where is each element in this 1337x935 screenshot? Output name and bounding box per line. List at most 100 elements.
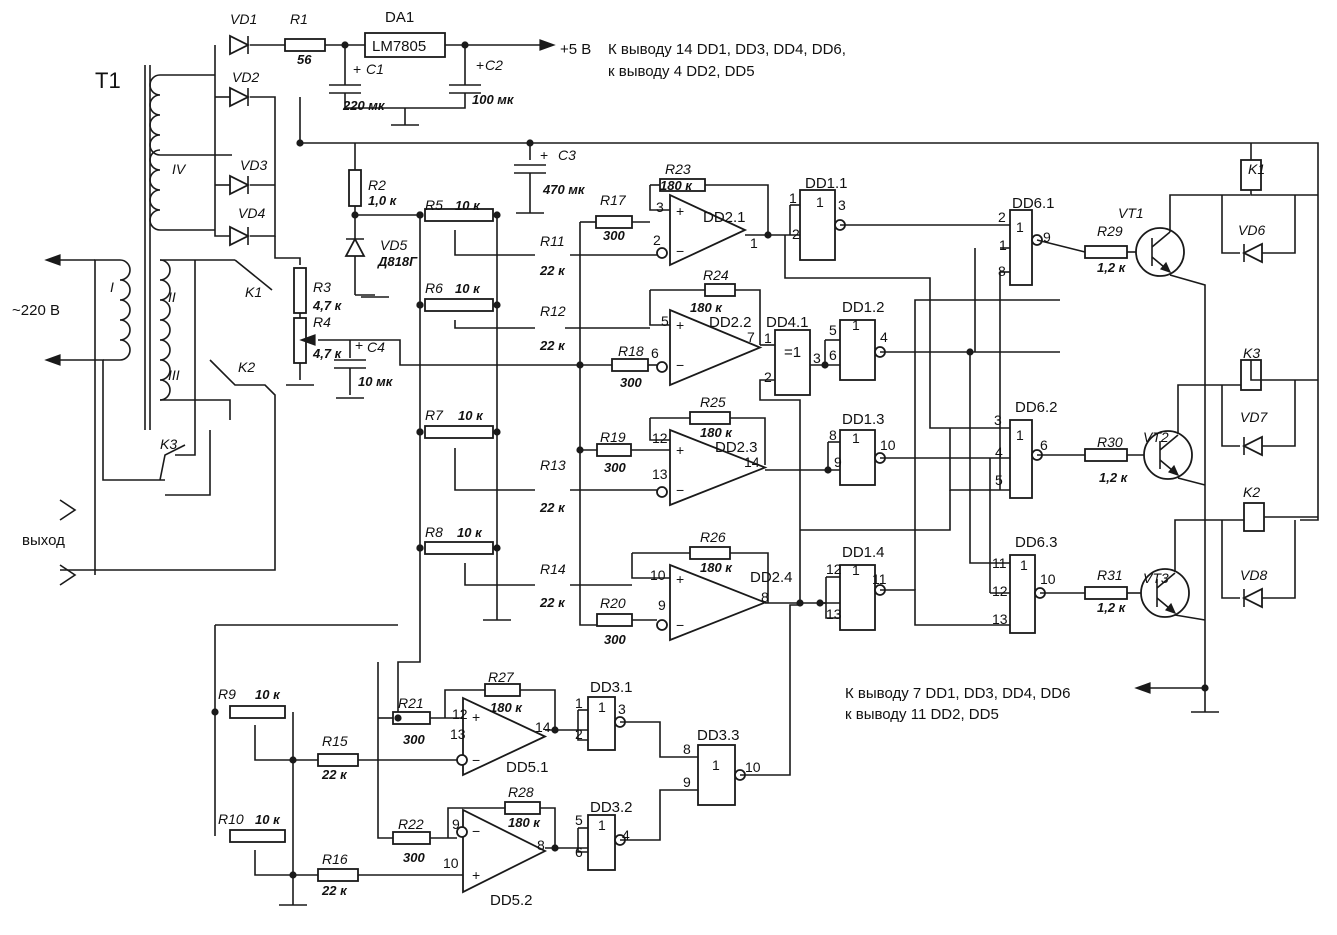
junction-dot bbox=[493, 544, 501, 552]
label-p8: 8 bbox=[683, 741, 691, 757]
label-p9: 9 bbox=[1043, 229, 1051, 245]
label-p10: 10 bbox=[745, 759, 761, 775]
label-p1: 1 bbox=[999, 237, 1007, 253]
label-k1s: K1 bbox=[245, 284, 262, 300]
label-p6: 6 bbox=[575, 844, 583, 860]
diode-icon bbox=[229, 174, 251, 196]
wire bbox=[740, 604, 800, 776]
label-r27-val: 180 к bbox=[490, 700, 523, 715]
transformer-winding-icon bbox=[119, 259, 131, 361]
label-p10: 10 bbox=[443, 855, 459, 871]
label-one: 1 bbox=[1016, 219, 1024, 235]
label-r15: R15 bbox=[322, 733, 348, 749]
wire bbox=[1221, 520, 1240, 599]
diode-icon bbox=[229, 86, 251, 108]
label-p1: 1 bbox=[764, 330, 772, 346]
junction-dot bbox=[416, 301, 424, 309]
label-c4: C4 bbox=[367, 339, 385, 355]
label-r28: R28 bbox=[508, 784, 534, 800]
label-r27: R27 bbox=[488, 669, 515, 685]
label-r19: R19 bbox=[600, 429, 626, 445]
wire bbox=[579, 222, 597, 626]
wire bbox=[254, 850, 318, 876]
label-r4: R4 bbox=[313, 314, 331, 330]
label-r2: R2 bbox=[368, 177, 386, 193]
npn-transistor-icon bbox=[1143, 430, 1193, 480]
resistor bbox=[317, 868, 359, 882]
label-one: 1 bbox=[852, 562, 860, 578]
resistor bbox=[424, 298, 494, 312]
label-r22-val: 300 bbox=[403, 850, 425, 865]
resistor bbox=[504, 801, 541, 815]
label-vd3: VD3 bbox=[240, 157, 267, 173]
label-vd6: VD6 bbox=[1238, 222, 1265, 238]
label-r16: R16 bbox=[322, 851, 348, 867]
resistor bbox=[596, 613, 633, 627]
label-r31-val: 1,2 к bbox=[1097, 600, 1127, 615]
label-r14: R14 bbox=[540, 561, 566, 577]
wire bbox=[299, 97, 1319, 521]
wire bbox=[1036, 239, 1086, 253]
label-vt2: VT2 bbox=[1143, 429, 1169, 445]
inverting-input-bubble-icon bbox=[656, 486, 668, 498]
label-p3: 3 bbox=[994, 412, 1002, 428]
junction-dot bbox=[416, 544, 424, 552]
label-p14: 14 bbox=[744, 454, 760, 470]
wire bbox=[165, 430, 211, 496]
resistor bbox=[704, 283, 736, 297]
wire bbox=[94, 259, 120, 575]
label-p8: 8 bbox=[761, 589, 769, 605]
wire bbox=[620, 789, 698, 841]
wire bbox=[254, 725, 318, 761]
wire bbox=[1221, 385, 1240, 447]
label-minus: − bbox=[676, 357, 684, 373]
wire bbox=[1151, 231, 1171, 248]
diode-icon bbox=[1241, 587, 1263, 609]
wire bbox=[1159, 434, 1179, 451]
label-da1-val: LM7805 bbox=[372, 38, 426, 55]
label-wii: II bbox=[168, 289, 176, 305]
label-plus: + bbox=[355, 337, 363, 353]
label-p13: 13 bbox=[450, 726, 466, 742]
label-p8: 8 bbox=[537, 837, 545, 853]
inverting-input-bubble-icon bbox=[456, 754, 468, 766]
wire bbox=[234, 259, 273, 291]
label-r16-val: 22 к bbox=[321, 883, 348, 898]
wire bbox=[649, 185, 670, 211]
wire bbox=[577, 710, 588, 741]
inverting-input-bubble-icon bbox=[656, 247, 668, 259]
wire bbox=[735, 289, 761, 345]
wire bbox=[730, 552, 769, 603]
label-r15-val: 22 к bbox=[321, 767, 348, 782]
label-p12: 12 bbox=[452, 706, 468, 722]
label-p9: 9 bbox=[658, 597, 666, 613]
label-c3-val: 470 мк bbox=[542, 182, 586, 197]
label-out: выход bbox=[22, 532, 65, 549]
label-r19-val: 300 bbox=[604, 460, 626, 475]
label-p1: 1 bbox=[575, 695, 583, 711]
label-one: 1 bbox=[852, 317, 860, 333]
transformer-winding-icon bbox=[149, 74, 161, 156]
logic-gate bbox=[1009, 554, 1036, 634]
arrow-icon bbox=[44, 254, 61, 266]
wire bbox=[620, 721, 698, 758]
label-p2: 2 bbox=[792, 226, 800, 242]
label-vd5: VD5 bbox=[380, 237, 407, 253]
label-r23-val: 180 к bbox=[660, 178, 693, 193]
emitter-arrow-icon bbox=[1159, 261, 1172, 273]
wire bbox=[800, 490, 951, 531]
label-r1: R1 bbox=[290, 11, 308, 27]
label-c1: C1 bbox=[366, 61, 384, 77]
junction-dot bbox=[764, 231, 772, 239]
label-plus5: +5 В bbox=[560, 41, 591, 58]
wire bbox=[274, 236, 301, 265]
label-dd2-2: DD2.2 bbox=[709, 314, 752, 331]
resistor bbox=[1084, 448, 1128, 462]
opamp bbox=[462, 808, 548, 894]
label-p6: 6 bbox=[651, 345, 659, 361]
label-r8: R8 bbox=[425, 524, 443, 540]
wire bbox=[454, 230, 535, 256]
wire bbox=[59, 499, 77, 521]
label-dd4-1: DD4.1 bbox=[766, 314, 809, 331]
wire bbox=[969, 352, 1010, 564]
